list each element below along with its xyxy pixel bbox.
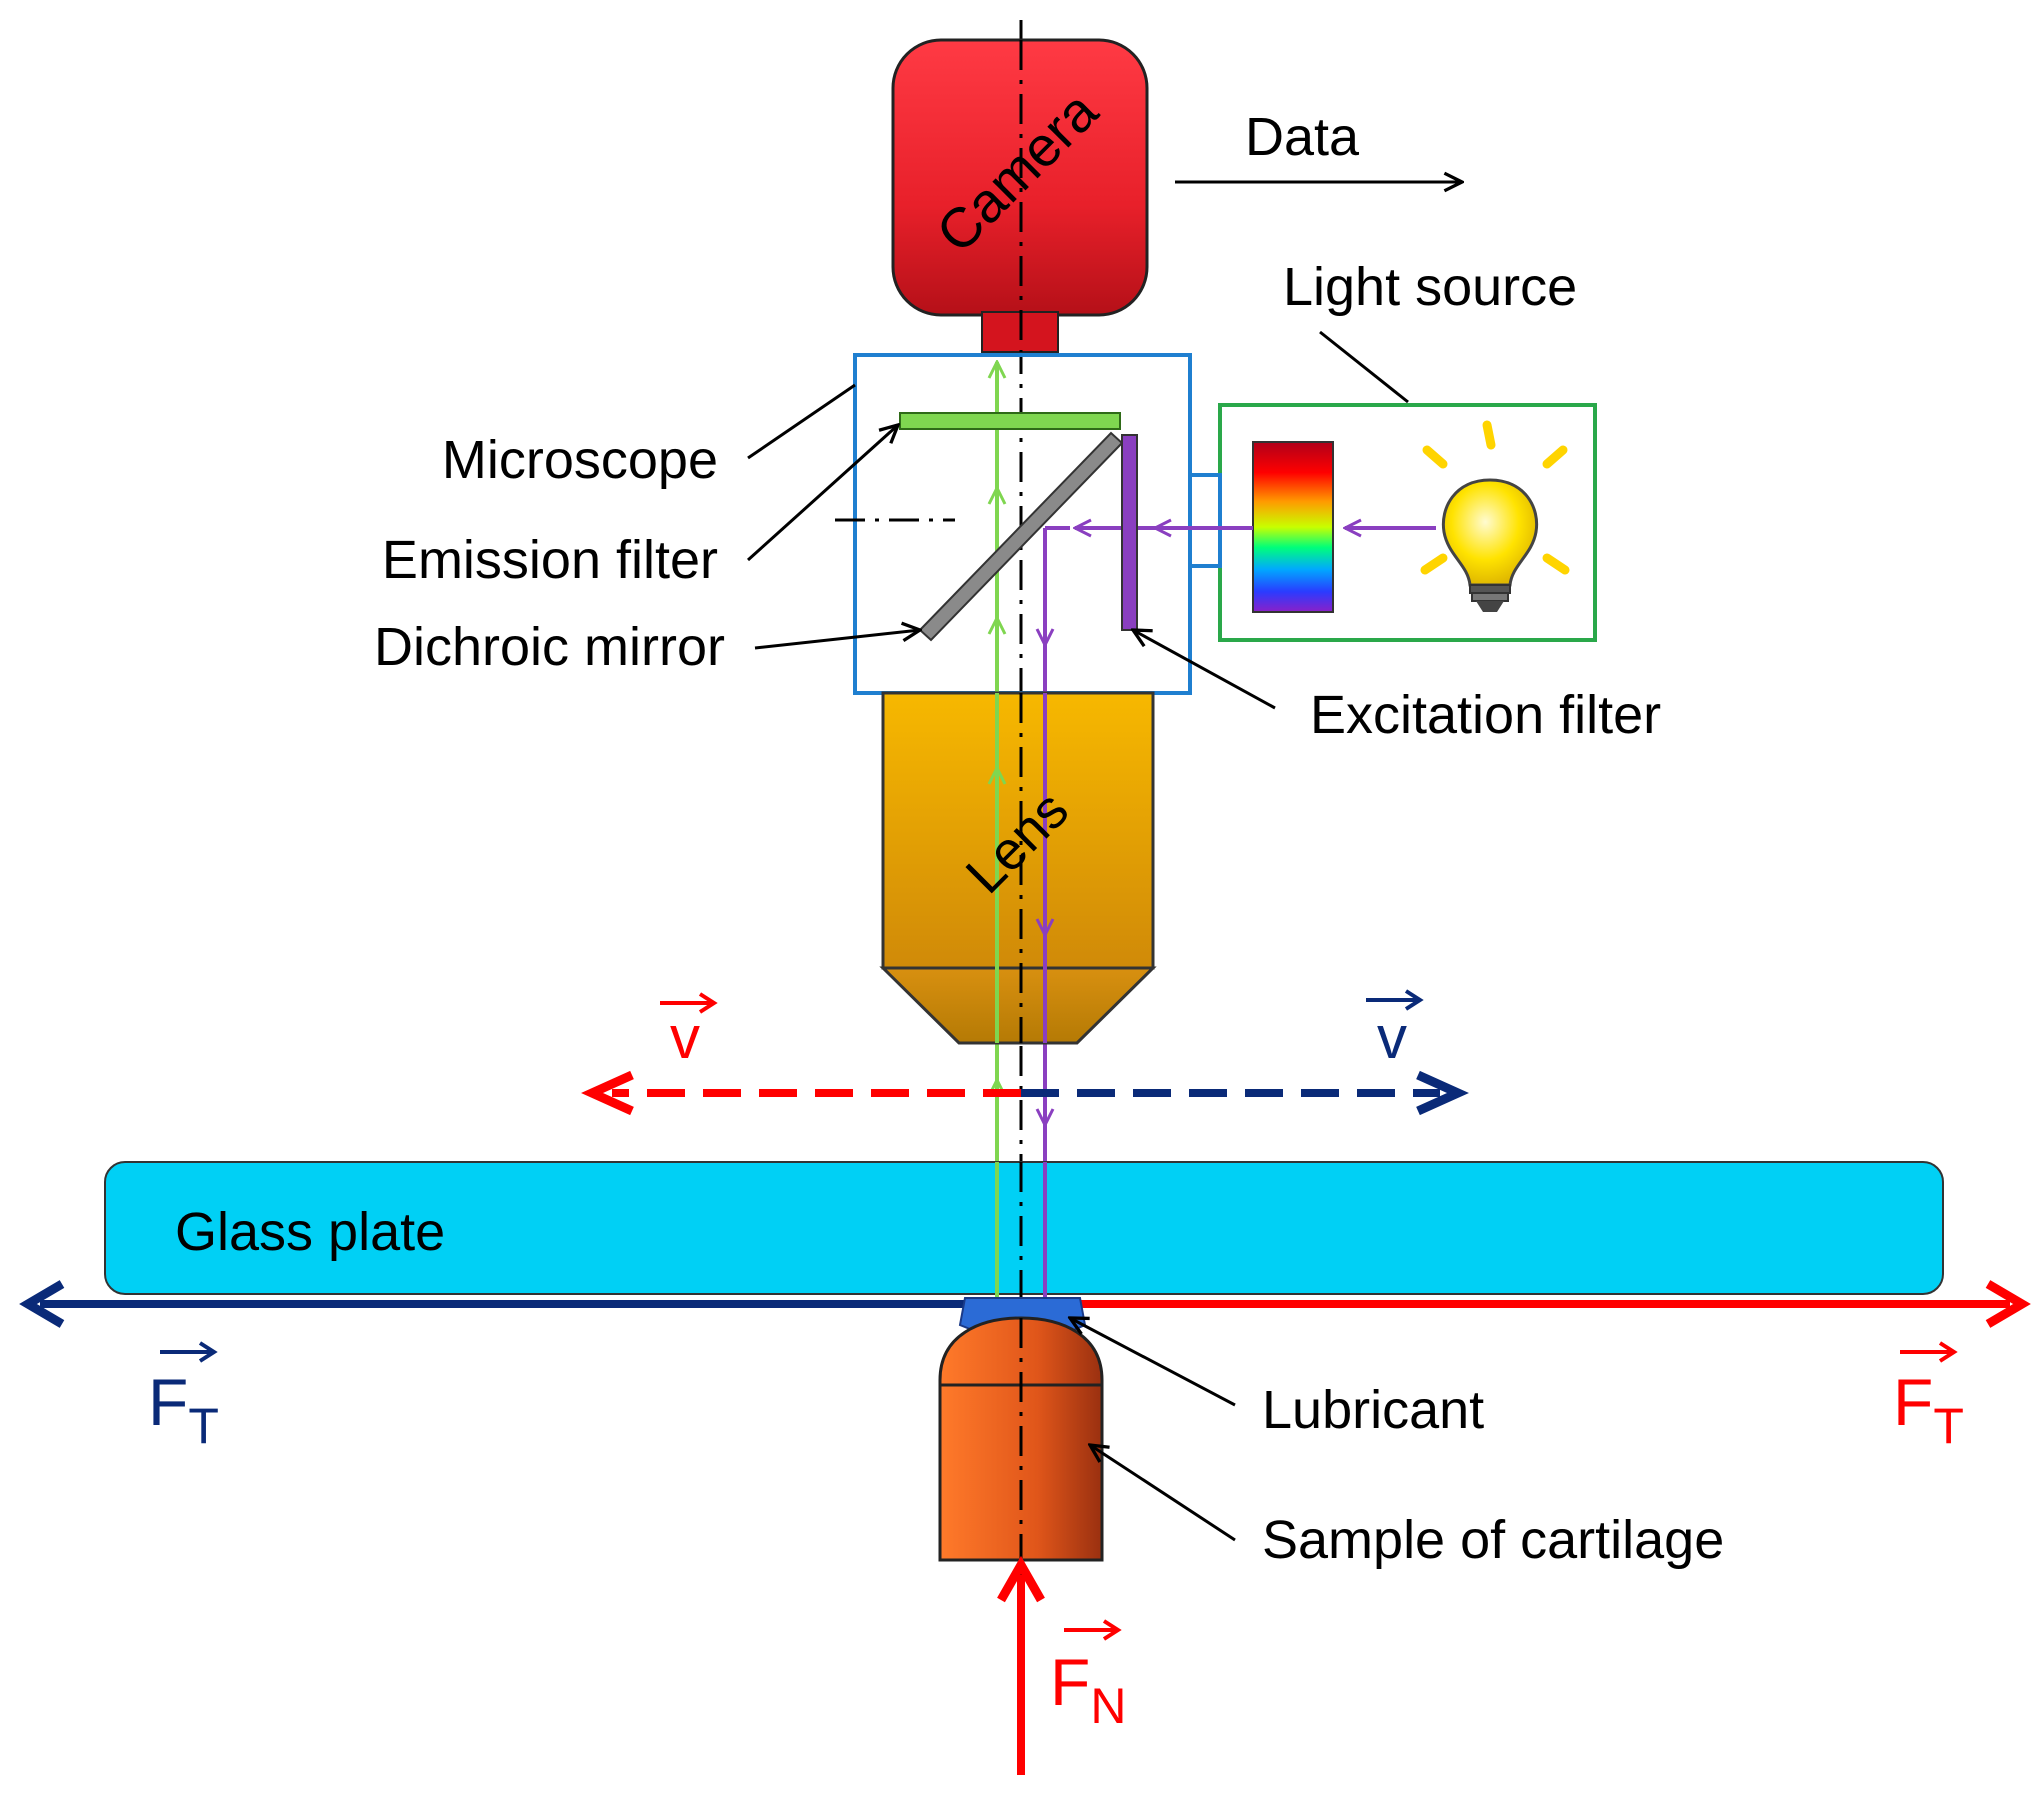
- excitation-filter-label: Excitation filter: [1310, 685, 1661, 745]
- emission-filter-label: Emission filter: [382, 530, 718, 590]
- glass-plate: [104, 1161, 1944, 1295]
- normal-force-arrow: [997, 1555, 1045, 1775]
- excitation-filter-leader: [1133, 630, 1276, 710]
- tangential-force-arrows: [19, 1280, 2031, 1328]
- sample-label: Sample of cartilage: [1262, 1510, 1724, 1570]
- camera: Camera: [891, 38, 1149, 353]
- microscope-label: Microscope: [442, 430, 718, 490]
- lubricant-label: Lubricant: [1262, 1380, 1484, 1440]
- svg-text:FT: FT: [1893, 1365, 1964, 1454]
- light-source-label: Light source: [1283, 257, 1577, 317]
- emission-filter-element: [899, 412, 1121, 430]
- data-label: Data: [1245, 107, 1360, 167]
- light-source-leader: [1319, 330, 1409, 404]
- excitation-filter-element: [1121, 434, 1138, 631]
- svg-text:v: v: [1377, 1004, 1407, 1071]
- lens: Lens: [879, 691, 1157, 1045]
- light-bulb-icon: [1420, 420, 1570, 612]
- dichroic-mirror-leader: [754, 630, 920, 650]
- glass-plate-label: Glass plate: [175, 1202, 445, 1262]
- velocity-navy-label: v: [1366, 989, 1424, 1071]
- lens-body: [881, 691, 1155, 970]
- lubricant-leader: [1070, 1318, 1236, 1407]
- microscope-leader: [747, 383, 856, 460]
- lens-tip: [879, 966, 1157, 1045]
- force-tangential-navy-label: FT: [148, 1341, 219, 1454]
- velocity-red-label: v: [660, 992, 718, 1071]
- dichroic-mirror-label: Dichroic mirror: [374, 617, 725, 677]
- force-normal-label: FN: [1050, 1619, 1126, 1734]
- svg-text:v: v: [670, 1004, 700, 1071]
- sample-leader: [1090, 1445, 1236, 1542]
- svg-text:FT: FT: [148, 1365, 219, 1454]
- force-tangential-red-label: FT: [1893, 1341, 1964, 1454]
- coupling-bracket: [1190, 473, 1222, 568]
- emission-filter-leader: [746, 425, 898, 562]
- velocity-arrows: v v: [581, 989, 1469, 1116]
- cartilage-sample: [938, 1316, 1104, 1562]
- svg-text:FN: FN: [1050, 1645, 1126, 1734]
- spectrum-filter: [1252, 441, 1334, 613]
